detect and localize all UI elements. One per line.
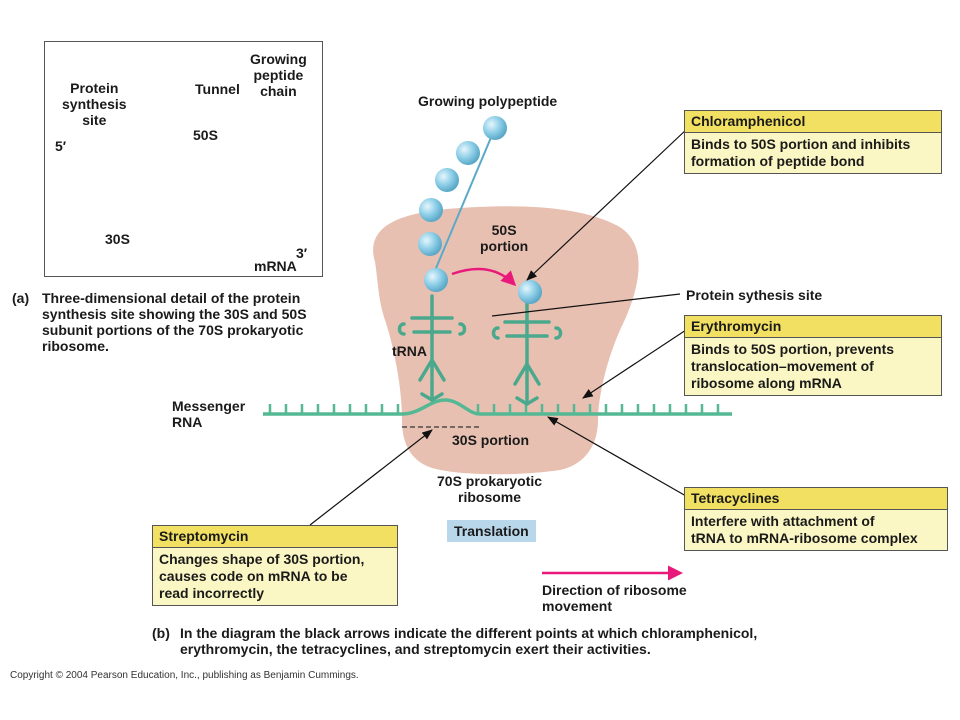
callout-streptomycin: Streptomycin Changes shape of 30S portio… [152,525,398,606]
callout-erythromycin-text: Binds to 50S portion, prevents transloca… [691,341,895,391]
inset-panel-a [44,41,323,277]
label-direction: Direction of ribosome movement [542,582,687,614]
copyright: Copyright © 2004 Pearson Education, Inc.… [10,670,359,681]
label-50s-portion: 50S portion [480,222,529,254]
label-messenger-rna: Messenger RNA [172,398,246,430]
polypeptide-bead [418,232,442,256]
inset-label-mrna: mRNA [254,258,297,274]
trna-right [491,298,563,407]
caption-b-letter: (b) [152,625,170,641]
streptomycin-arrow [309,429,433,526]
label-protein-synthesis-site: Protein sythesis site [686,287,823,303]
callout-erythromycin-title: Erythromycin [685,316,941,338]
inset-label-5-prime: 5′ [55,138,67,154]
amino-acid-bead [518,280,542,304]
polypeptide-bead [456,141,480,165]
inset-label-protein-synthesis-site: Protein synthesis site [62,80,127,128]
label-trna: tRNA [392,343,427,359]
inset-label-tunnel: Tunnel [195,81,240,97]
tetracyclines-arrow [547,416,687,497]
callout-streptomycin-title: Streptomycin [153,526,397,548]
main-mrna [263,398,732,428]
inset-label-3-prime: 3′ [296,245,308,261]
callout-tetracyclines-text: Interfere with attachment of tRNA to mRN… [691,513,918,546]
indicator-arrows [309,127,689,526]
callout-tetracyclines-title: Tetracyclines [685,488,947,510]
polypeptide-bead [424,268,448,292]
callout-erythromycin: Erythromycin Binds to 50S portion, preve… [684,315,942,396]
polypeptide-bead [435,168,459,192]
label-70s-ribosome: 70S prokaryotic ribosome [437,473,543,505]
caption-a-letter: (a) [12,290,30,306]
caption-b-text: In the diagram the black arrows indicate… [180,625,758,657]
inset-label-50s: 50S [193,127,218,143]
label-growing-polypeptide: Growing polypeptide [418,93,558,109]
polypeptide-bead [483,116,507,140]
translation-label: Translation [447,520,536,542]
callout-chloramphenicol: Chloramphenicol Binds to 50S portion and… [684,110,942,174]
callout-streptomycin-text: Changes shape of 30S portion, causes cod… [159,551,365,601]
trna-left [397,294,467,403]
callout-chloramphenicol-text: Binds to 50S portion and inhibits format… [691,136,911,169]
caption-a-text: Three-dimensional detail of the protein … [42,290,307,354]
label-30s-portion: 30S portion [452,432,530,448]
polypeptide-bead [419,198,443,222]
inset-label-30s: 30S [105,231,130,247]
callout-tetracyclines: Tetracyclines Interfere with attachment … [684,487,948,551]
callout-chloramphenicol-title: Chloramphenicol [685,111,941,133]
protein-site-pointer [491,293,681,317]
erythromycin-arrow [582,329,687,399]
transfer-arrow [451,267,517,287]
polypeptide-chain [418,116,542,304]
chloramphenicol-arrow [526,127,689,281]
inset-label-growing-peptide-chain: Growing peptide chain [250,51,307,99]
